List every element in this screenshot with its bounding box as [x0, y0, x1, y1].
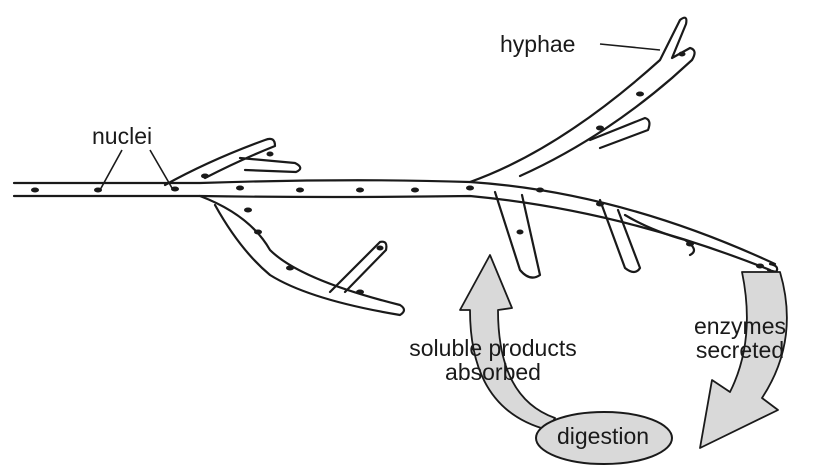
lower-left-branch — [200, 196, 404, 315]
enzymes-secreted-label: enzymes secreted — [668, 314, 812, 362]
hyphae-leader-line — [600, 44, 660, 50]
digestion-label: digestion — [538, 424, 668, 448]
soluble-products-line-1: soluble products — [384, 336, 602, 360]
enzymes-line-2: secreted — [668, 338, 812, 362]
right-branch-curve — [625, 215, 694, 255]
main-hypha-tip — [768, 264, 777, 272]
enzymes-line-1: enzymes — [668, 314, 812, 338]
nuclei-dots — [31, 52, 764, 295]
main-hypha — [14, 180, 775, 270]
soluble-products-line-2: absorbed — [384, 360, 602, 384]
soluble-products-label: soluble products absorbed — [384, 336, 602, 384]
nuclei-label: nuclei — [92, 124, 152, 148]
upper-left-branch — [165, 139, 300, 185]
hyphae-label: hyphae — [500, 32, 575, 56]
